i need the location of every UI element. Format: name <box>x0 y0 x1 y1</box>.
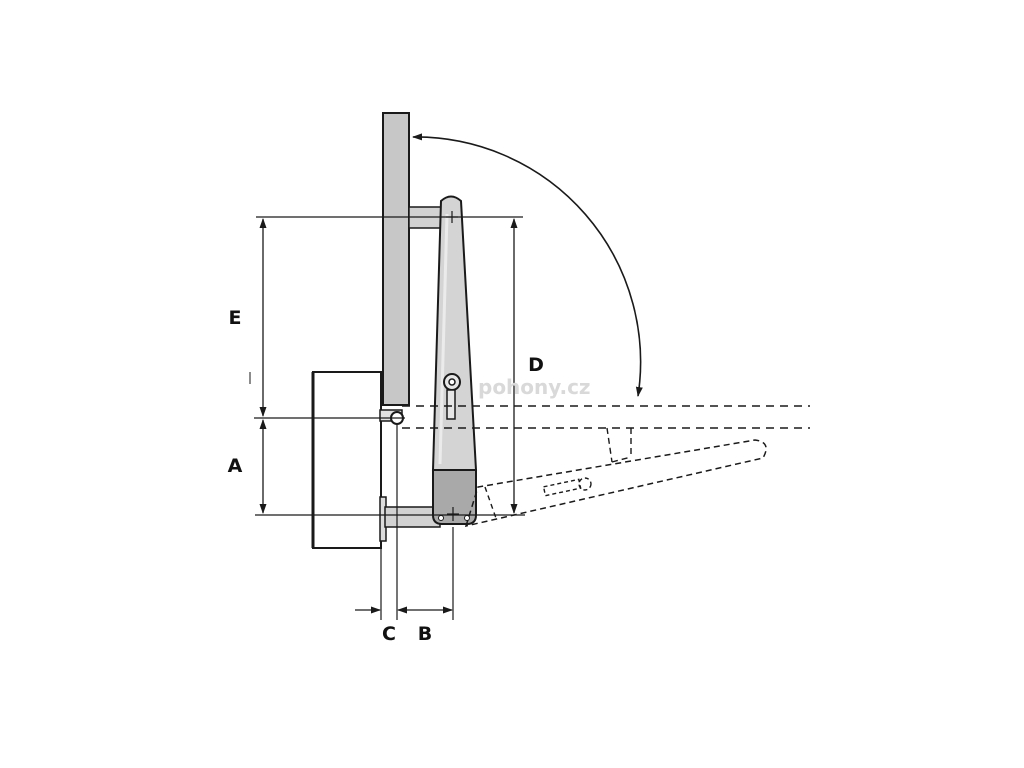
dimension-d-label: D <box>528 354 544 376</box>
actuator-arm <box>431 195 478 471</box>
dimension-e-label: E <box>229 307 242 329</box>
rear-pivot-icon <box>447 507 459 521</box>
open-release-slot <box>542 478 582 497</box>
watermark: pohony.cz <box>478 375 591 399</box>
wall-pillar <box>312 371 382 549</box>
release-slot <box>446 389 456 420</box>
dimension-b-label: B <box>418 623 432 645</box>
open-front-bracket <box>606 427 632 463</box>
dimension-c-label: C <box>382 623 396 645</box>
dimension-a-label: A <box>228 455 243 477</box>
extension-lines <box>254 216 525 620</box>
open-motor-divider <box>484 486 498 522</box>
actuator-arm-open <box>464 439 767 528</box>
release-key-center <box>448 378 456 386</box>
opening-angle-arc <box>412 133 643 397</box>
gate-leaf-closed <box>382 112 410 406</box>
rear-pivot-left-screw <box>438 515 444 521</box>
open-release-key-icon <box>578 477 592 491</box>
gate-leaf-open <box>402 405 810 429</box>
rear-bracket <box>384 506 441 528</box>
